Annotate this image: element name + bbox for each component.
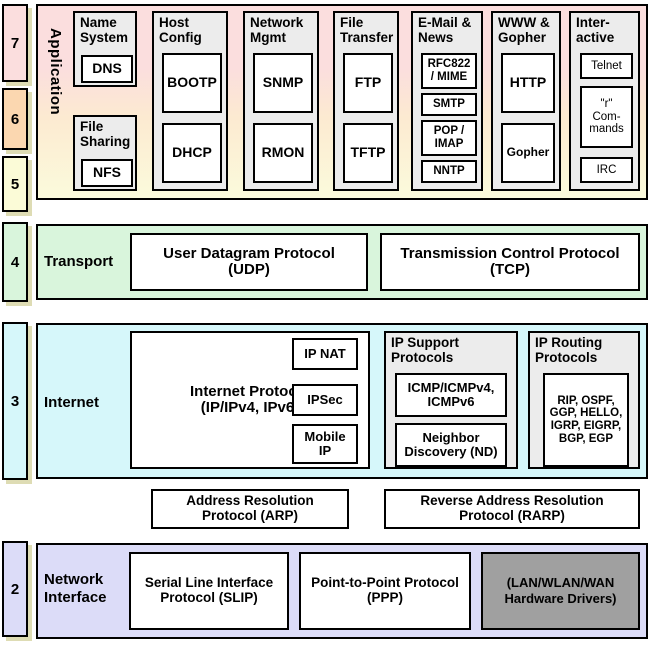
- protocol-nntp: NNTP: [421, 160, 477, 183]
- protocol-dhcp: DHCP: [162, 123, 222, 183]
- group-ip-routing-protocols: IP Routing Protocols RIP, OSPF, GGP, HEL…: [528, 331, 640, 469]
- application-layer-label: Application: [47, 28, 64, 116]
- protocol-udp: User Datagram Protocol (UDP): [130, 233, 368, 291]
- hardware-drivers-box: (LAN/WLAN/WAN Hardware Drivers): [481, 552, 640, 630]
- osi-layer-2-number: 2: [10, 580, 20, 598]
- protocol-r-commands: "r" Com- mands: [580, 86, 633, 148]
- group-www-gopher-title: WWW & Gopher: [498, 15, 550, 45]
- protocol-routing-list: RIP, OSPF, GGP, HELLO, IGRP, EIGRP, BGP,…: [543, 373, 629, 467]
- protocol-gopher: Gopher: [501, 123, 555, 183]
- protocol-arp: Address Resolution Protocol (ARP): [151, 489, 349, 529]
- group-interactive-title: Inter- active: [576, 15, 615, 45]
- protocol-ppp: Point-to-Point Protocol (PPP): [299, 552, 471, 630]
- transport-layer-label: Transport: [44, 253, 114, 270]
- protocol-neighbor-discovery: Neighbor Discovery (ND): [395, 423, 507, 467]
- protocol-dns: DNS: [81, 55, 133, 83]
- protocol-slip: Serial Line Interface Protocol (SLIP): [129, 552, 289, 630]
- group-network-mgmt-title: Network Mgmt: [250, 15, 304, 45]
- group-network-mgmt: Network Mgmt SNMP RMON: [243, 11, 319, 191]
- group-file-transfer: File Transfer FTP TFTP: [333, 11, 399, 191]
- osi-layer-5-number: 5: [10, 175, 20, 193]
- osi-layer-3-number: 3: [10, 392, 20, 410]
- group-ip-support-protocols-title: IP Support Protocols: [391, 335, 460, 365]
- osi-layer-4-chip: 4: [2, 222, 28, 302]
- osi-layer-6-chip: 6: [2, 88, 28, 150]
- group-name-system-title: Name System: [80, 15, 129, 45]
- group-email-news-title: E-Mail & News: [418, 15, 472, 45]
- protocol-rfc822-mime: RFC822 / MIME: [421, 53, 477, 89]
- protocol-irc: IRC: [580, 157, 633, 183]
- group-ip-support-protocols: IP Support Protocols ICMP/ICMPv4, ICMPv6…: [384, 331, 518, 469]
- protocol-icmp: ICMP/ICMPv4, ICMPv6: [395, 373, 507, 417]
- protocol-pop-imap: POP / IMAP: [421, 120, 477, 156]
- protocol-rarp: Reverse Address Resolution Protocol (RAR…: [384, 489, 640, 529]
- group-name-system: Name System DNS: [73, 11, 137, 87]
- group-email-news: E-Mail & News RFC822 / MIME SMTP POP / I…: [411, 11, 483, 191]
- group-host-config: Host Config BOOTP DHCP: [152, 11, 228, 191]
- group-www-gopher: WWW & Gopher HTTP Gopher: [491, 11, 561, 191]
- osi-layer-5-chip: 5: [2, 156, 28, 212]
- osi-layer-4-number: 4: [10, 253, 20, 271]
- protocol-ipsec: IPSec: [292, 384, 358, 416]
- protocol-tcp: Transmission Control Protocol (TCP): [380, 233, 640, 291]
- network-interface-layer-label: Network Interface: [44, 571, 107, 606]
- group-ip-routing-protocols-title: IP Routing Protocols: [535, 335, 603, 365]
- protocol-tftp: TFTP: [343, 123, 393, 183]
- protocol-rmon: RMON: [253, 123, 313, 183]
- osi-layer-7-chip: 7: [2, 4, 28, 82]
- osi-layer-6-number: 6: [10, 110, 20, 128]
- protocol-nfs: NFS: [81, 159, 133, 187]
- group-file-transfer-title: File Transfer: [340, 15, 394, 45]
- group-host-config-title: Host Config: [159, 15, 202, 45]
- protocol-mobile-ip: Mobile IP: [292, 424, 358, 464]
- osi-layer-7-number: 7: [10, 34, 20, 52]
- group-file-sharing: File Sharing NFS: [73, 115, 137, 191]
- protocol-ip-nat: IP NAT: [292, 338, 358, 370]
- protocol-ftp: FTP: [343, 53, 393, 113]
- group-interactive: Inter- active Telnet "r" Com- mands IRC: [569, 11, 640, 191]
- osi-layer-2-chip: 2: [2, 541, 28, 637]
- osi-layer-3-chip: 3: [2, 322, 28, 480]
- protocol-smtp: SMTP: [421, 93, 477, 116]
- group-file-sharing-title: File Sharing: [80, 119, 131, 149]
- protocol-telnet: Telnet: [580, 53, 633, 79]
- protocol-http: HTTP: [501, 53, 555, 113]
- protocol-bootp: BOOTP: [162, 53, 222, 113]
- internet-layer-label: Internet: [44, 394, 100, 411]
- protocol-snmp: SNMP: [253, 53, 313, 113]
